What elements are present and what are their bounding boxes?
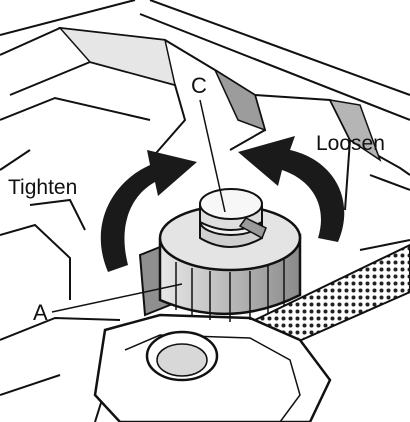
cap-a <box>160 189 300 322</box>
base-hole-inner <box>157 344 207 376</box>
callout-label-c: C <box>191 75 207 97</box>
callout-label-a: A <box>33 302 48 324</box>
tighten-label: Tighten <box>8 177 77 198</box>
frame-shading <box>215 70 265 130</box>
loosen-label: Loosen <box>316 133 385 154</box>
frame-shading <box>60 28 175 85</box>
